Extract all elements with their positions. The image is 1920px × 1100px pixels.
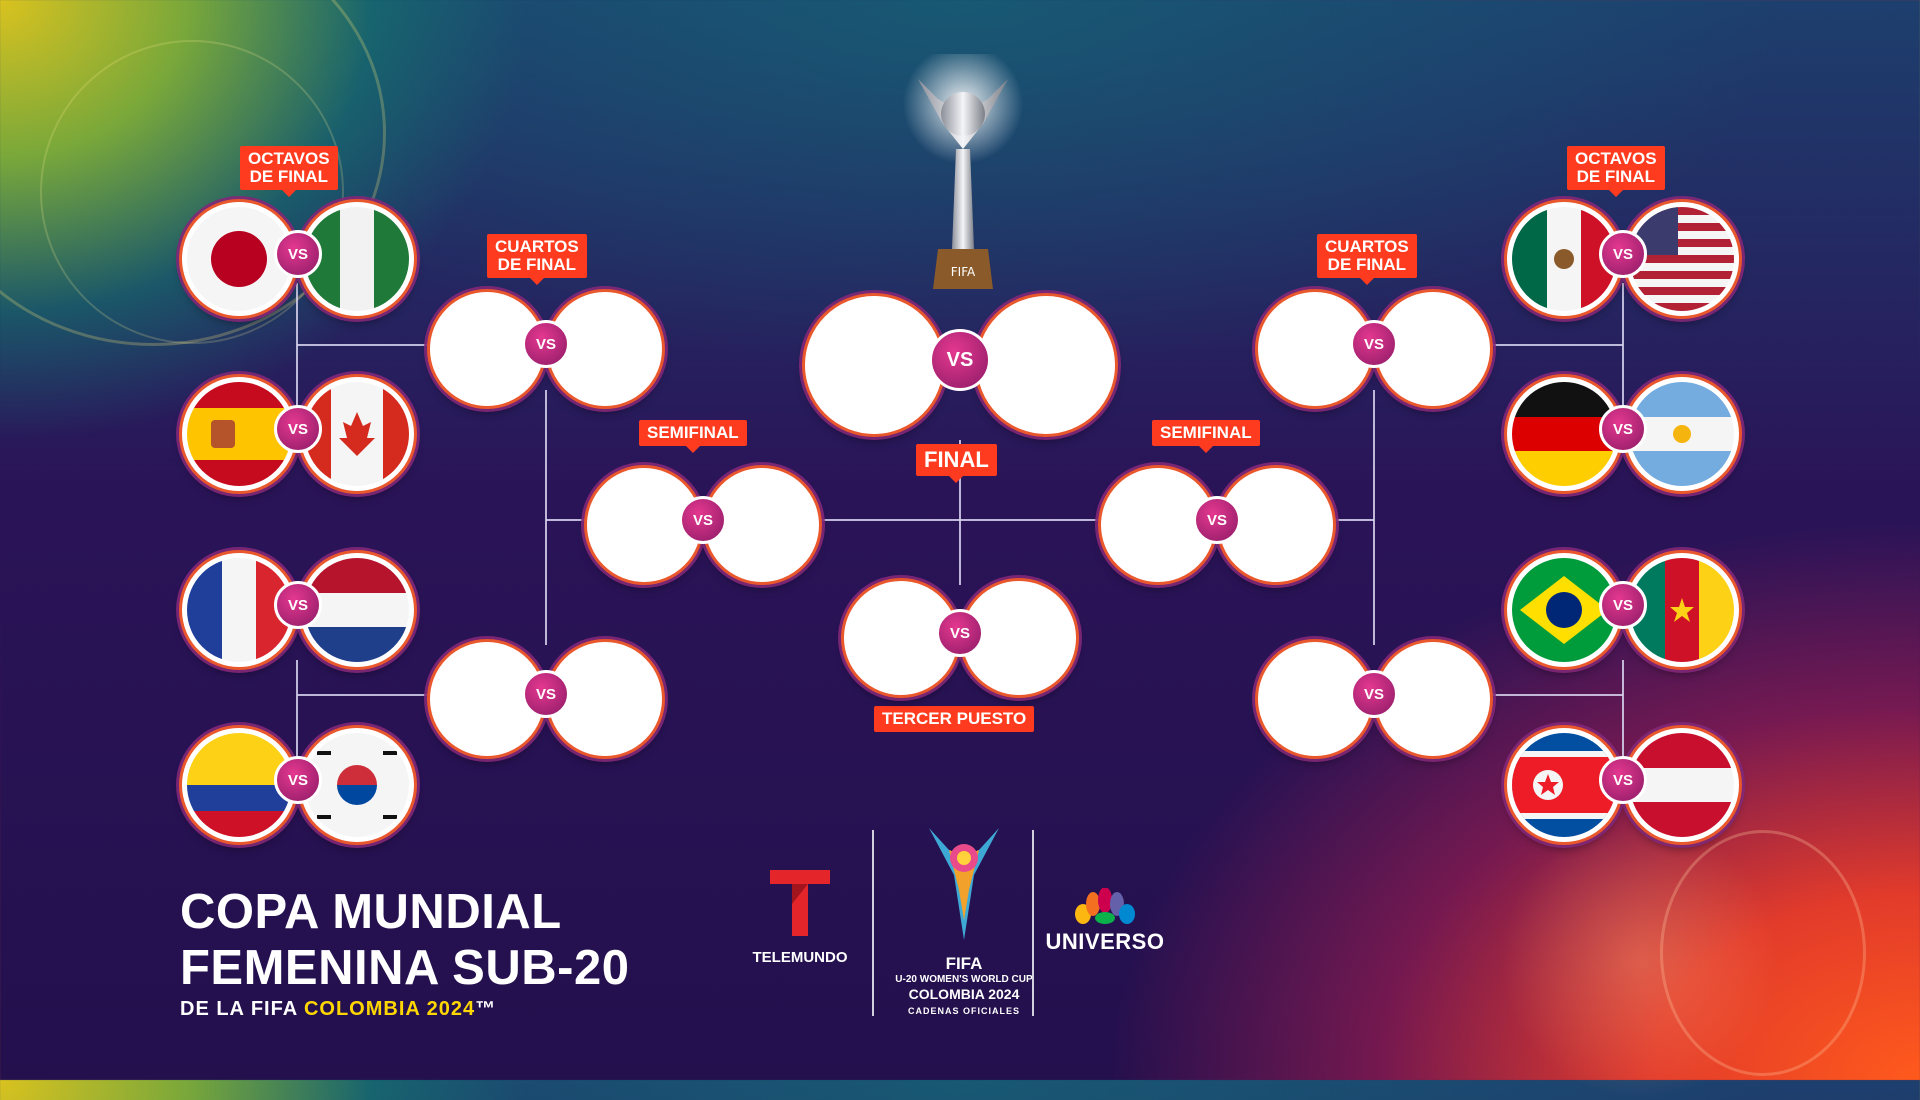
match-third-place[interactable]: VS [844, 581, 1076, 697]
stage-final: FINAL [916, 444, 997, 483]
vs-badge: VS [1599, 756, 1647, 804]
flag-north-korea [1507, 728, 1621, 842]
match-qf-left-1[interactable]: VS [430, 292, 662, 408]
telemundo-logo: TELEMUNDO [740, 868, 860, 966]
vs-badge: VS [929, 329, 991, 391]
vs-badge: VS [1599, 581, 1647, 629]
stage-cuartos-left: CUARTOS DE FINAL [487, 234, 587, 285]
vs-badge: VS [274, 581, 322, 629]
vs-badge: VS [274, 405, 322, 453]
stage-tercer-puesto: TERCER PUESTO [874, 706, 1035, 732]
universo-label: UNIVERSO [1045, 929, 1165, 954]
vs-badge: VS [274, 756, 322, 804]
match-qf-right-1[interactable]: VS [1258, 292, 1490, 408]
flag-nigeria [300, 202, 414, 316]
stage-semifinal-right: SEMIFINAL [1152, 420, 1260, 453]
match-sf-left[interactable]: VS [587, 468, 819, 584]
match-qf-right-2[interactable]: VS [1258, 642, 1490, 758]
vs-badge: VS [522, 670, 570, 718]
fifa-u20-logo: FIFA U-20 WOMEN'S WORLD CUP COLOMBIA 202… [880, 820, 1048, 1016]
stage-octavos-left: OCTAVOS DE FINAL [240, 146, 338, 197]
fifa-subtitle: U-20 WOMEN'S WORLD CUP [895, 974, 1033, 985]
title-highlight: COLOMBIA 2024 [303, 998, 476, 1020]
title-prefix: DE LA FIFA [180, 998, 298, 1020]
stage-semifinal-left: SEMIFINAL [639, 420, 747, 453]
title-line-2: FEMENINA SUB-20 [180, 941, 630, 995]
team-slot-empty [805, 296, 943, 434]
vs-badge: VS [1350, 670, 1398, 718]
trademark: ™ [475, 998, 497, 1020]
match-r16-right-3[interactable]: VS [1507, 553, 1739, 669]
fifa-colombia: COLOMBIA 2024 [908, 986, 1020, 1002]
tournament-title: COPA MUNDIAL FEMENINA SUB-20 DE LA FIFA … [180, 884, 629, 1021]
team-slot-empty [1376, 292, 1490, 406]
match-r16-right-4[interactable]: VS [1507, 728, 1739, 844]
fifa-label: FIFA [945, 954, 983, 973]
cadenas-oficiales: CADENAS OFICIALES [907, 1006, 1020, 1016]
logo-divider [872, 830, 874, 1016]
vs-badge: VS [1599, 405, 1647, 453]
vs-badge: VS [274, 230, 322, 278]
match-r16-left-1[interactable]: VS [182, 202, 414, 318]
trophy-label: FIFA [951, 265, 976, 279]
logo-divider [1032, 830, 1034, 1016]
telemundo-label: TELEMUNDO [752, 949, 848, 966]
universo-logo: UNIVERSO [1045, 887, 1165, 955]
vs-badge: VS [679, 496, 727, 544]
match-r16-right-1[interactable]: VS [1507, 202, 1739, 318]
vs-badge: VS [522, 320, 570, 368]
title-line-1: COPA MUNDIAL [180, 885, 562, 939]
match-r16-left-2[interactable]: VS [182, 377, 414, 493]
match-final[interactable]: VS [805, 296, 1115, 434]
match-r16-left-4[interactable]: VS [182, 728, 414, 844]
peacock-icon [1075, 887, 1135, 924]
broadcaster-logos: TELEMUNDO FIFA U-20 WOMEN'S WORLD CUP CO… [740, 820, 1180, 1030]
match-qf-left-2[interactable]: VS [430, 642, 662, 758]
match-r16-right-2[interactable]: VS [1507, 377, 1739, 493]
vs-badge: VS [1599, 230, 1647, 278]
stage-octavos-right: OCTAVOS DE FINAL [1567, 146, 1665, 197]
match-sf-right[interactable]: VS [1101, 468, 1333, 584]
trophy-icon: FIFA [903, 54, 1023, 289]
flag-united-states [1625, 202, 1739, 316]
match-r16-left-3[interactable]: VS [182, 553, 414, 669]
telemundo-t-icon [770, 870, 830, 936]
title-line-3: DE LA FIFA COLOMBIA 2024™ [180, 998, 629, 1021]
vs-badge: VS [936, 609, 984, 657]
fifa-trophy-logo-icon [929, 828, 999, 940]
flag-south-korea [300, 728, 414, 842]
team-slot-empty [977, 296, 1115, 434]
vs-badge: VS [1350, 320, 1398, 368]
vs-badge: VS [1193, 496, 1241, 544]
stage-cuartos-right: CUARTOS DE FINAL [1317, 234, 1417, 285]
